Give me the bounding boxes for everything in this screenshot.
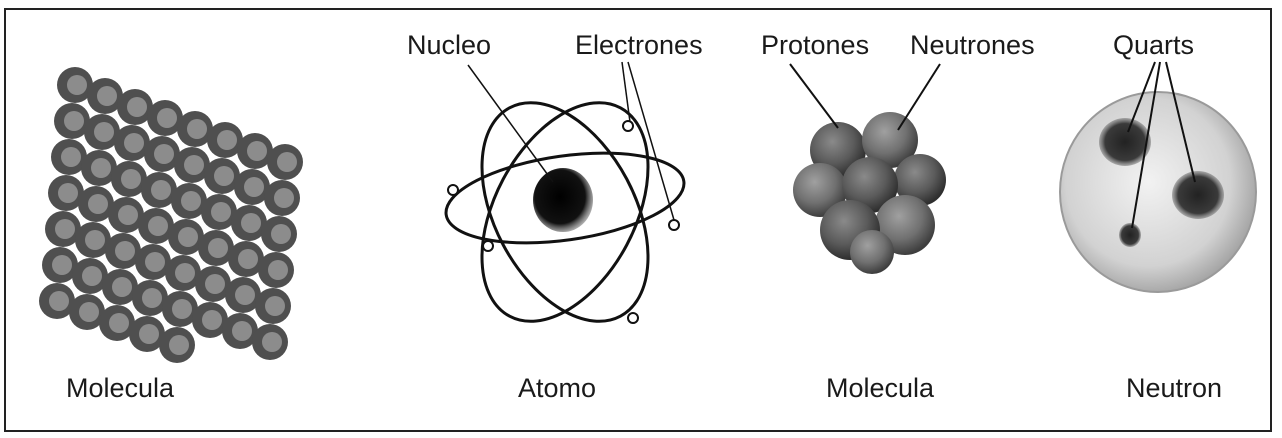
quark-icon [1119,223,1141,247]
neutrones-pointer-line [898,64,940,130]
electron-icon [448,185,458,195]
lattice-sphere-highlight [247,141,267,161]
lattice-sphere-highlight [181,191,201,211]
lattice-sphere-highlight [169,335,189,355]
lattice-sphere-highlight [115,241,135,261]
neutron-caption: Neutron [1126,373,1222,404]
lattice-sphere-highlight [187,119,207,139]
lattice-sphere-highlight [118,205,138,225]
molecula-caption-2: Molecula [826,373,934,404]
lattice-sphere-highlight [238,249,258,269]
lattice-sphere-highlight [184,155,204,175]
lattice-sphere-highlight [49,291,69,311]
lattice-sphere-highlight [202,310,222,330]
lattice-sphere-highlight [208,238,228,258]
lattice-sphere-highlight [58,183,78,203]
molecula-caption-1: Molecula [66,373,174,404]
lattice-sphere-highlight [139,324,159,344]
electron-icon [669,220,679,230]
lattice-sphere-highlight [127,97,147,117]
lattice-sphere-highlight [82,266,102,286]
lattice-sphere-highlight [97,86,117,106]
lattice-sphere-highlight [67,75,87,95]
neutrones-label: Neutrones [910,30,1035,61]
lattice-sphere-highlight [205,274,225,294]
protones-label: Protones [761,30,869,61]
lattice-sphere-highlight [124,133,144,153]
lattice-sphere-highlight [112,277,132,297]
lattice-sphere-highlight [91,158,111,178]
lattice-sphere-highlight [85,230,105,250]
atom-orbit-icon [440,62,689,349]
lattice-sphere-highlight [148,216,168,236]
lattice-sphere-highlight [109,313,129,333]
lattice-sphere-highlight [151,180,171,200]
lattice-sphere-highlight [154,144,174,164]
lattice-sphere-highlight [241,213,261,233]
lattice-sphere-highlight [178,227,198,247]
electrones-label: Electrones [575,30,703,61]
lattice-sphere-highlight [274,188,294,208]
nucleus-cluster-icon [790,64,946,274]
protones-pointer-line [790,64,838,128]
nucleus-icon [533,168,593,232]
crystal-lattice-icon [39,67,303,363]
lattice-sphere-highlight [79,302,99,322]
lattice-sphere-highlight [157,108,177,128]
lattice-sphere-highlight [211,202,231,222]
quark-icon [1172,171,1224,219]
lattice-sphere-highlight [64,111,84,131]
lattice-sphere-highlight [235,285,255,305]
lattice-sphere-highlight [268,260,288,280]
lattice-sphere-highlight [172,299,192,319]
electron-icon [623,121,633,131]
electron-icon [483,241,493,251]
electron-icon [628,313,638,323]
lattice-sphere-highlight [232,321,252,341]
neutron-quarks-icon [1060,62,1256,292]
lattice-sphere-highlight [277,152,297,172]
lattice-sphere-highlight [214,166,234,186]
lattice-sphere-highlight [94,122,114,142]
lattice-sphere-highlight [52,255,72,275]
lattice-sphere-highlight [175,263,195,283]
lattice-sphere-highlight [145,252,165,272]
lattice-sphere-highlight [88,194,108,214]
nucleo-label: Nucleo [407,30,491,61]
lattice-sphere-highlight [244,177,264,197]
lattice-sphere-highlight [61,147,81,167]
quarts-label: Quarts [1113,30,1194,61]
lattice-sphere-highlight [121,169,141,189]
lattice-sphere-highlight [271,224,291,244]
lattice-sphere-highlight [142,288,162,308]
lattice-sphere-highlight [55,219,75,239]
lattice-sphere-highlight [217,130,237,150]
lattice-sphere-highlight [265,296,285,316]
atomo-caption: Atomo [518,373,596,404]
lattice-sphere-highlight [262,332,282,352]
